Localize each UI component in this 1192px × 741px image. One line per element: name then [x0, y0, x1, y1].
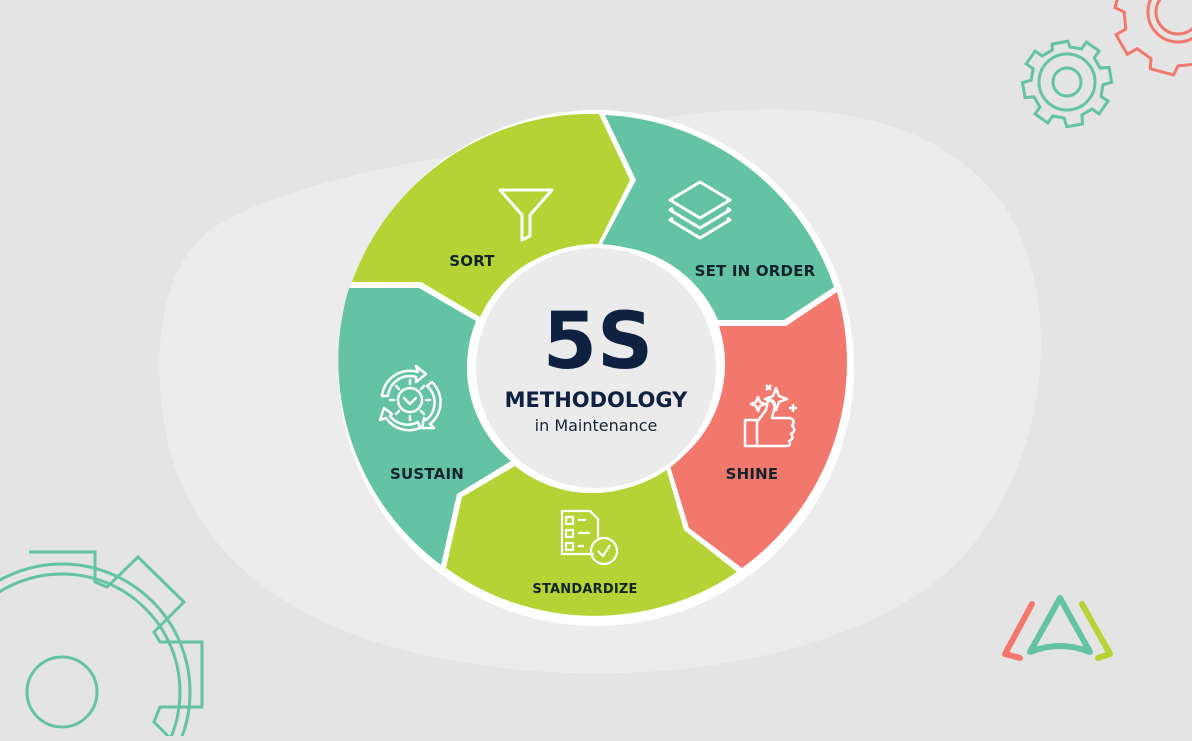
center-circle: [476, 248, 716, 488]
gear-cycle-icon: [378, 364, 442, 432]
segment-shine[interactable]: [670, 292, 847, 568]
gear-icon-coral-top: [1113, 0, 1192, 77]
brand-logo: [1002, 595, 1113, 661]
thumbs-up-sparkle-icon: [743, 384, 797, 448]
center-title-methodology: METHODOLOGY: [505, 388, 689, 412]
segment-label-set-in-order: SET IN ORDER: [695, 262, 816, 280]
segment-label-sort: SORT: [449, 252, 495, 270]
checklist-icon: [560, 509, 619, 566]
funnel-icon: [498, 188, 554, 242]
center-title-5s: 5S: [543, 297, 653, 387]
segment-sustain[interactable]: [338, 288, 511, 565]
segment-standardize[interactable]: [446, 466, 737, 616]
gear-icon-teal-bottom-left: [0, 550, 204, 741]
gear-icon-teal-top: [1020, 39, 1114, 129]
center-subtitle: in Maintenance: [535, 416, 658, 435]
segment-label-sustain: SUSTAIN: [390, 465, 464, 483]
segment-label-shine: SHINE: [726, 465, 779, 483]
layers-icon: [668, 180, 732, 240]
segment-label-standardize: STANDARDIZE: [532, 582, 637, 597]
segment-sort[interactable]: [352, 113, 630, 317]
